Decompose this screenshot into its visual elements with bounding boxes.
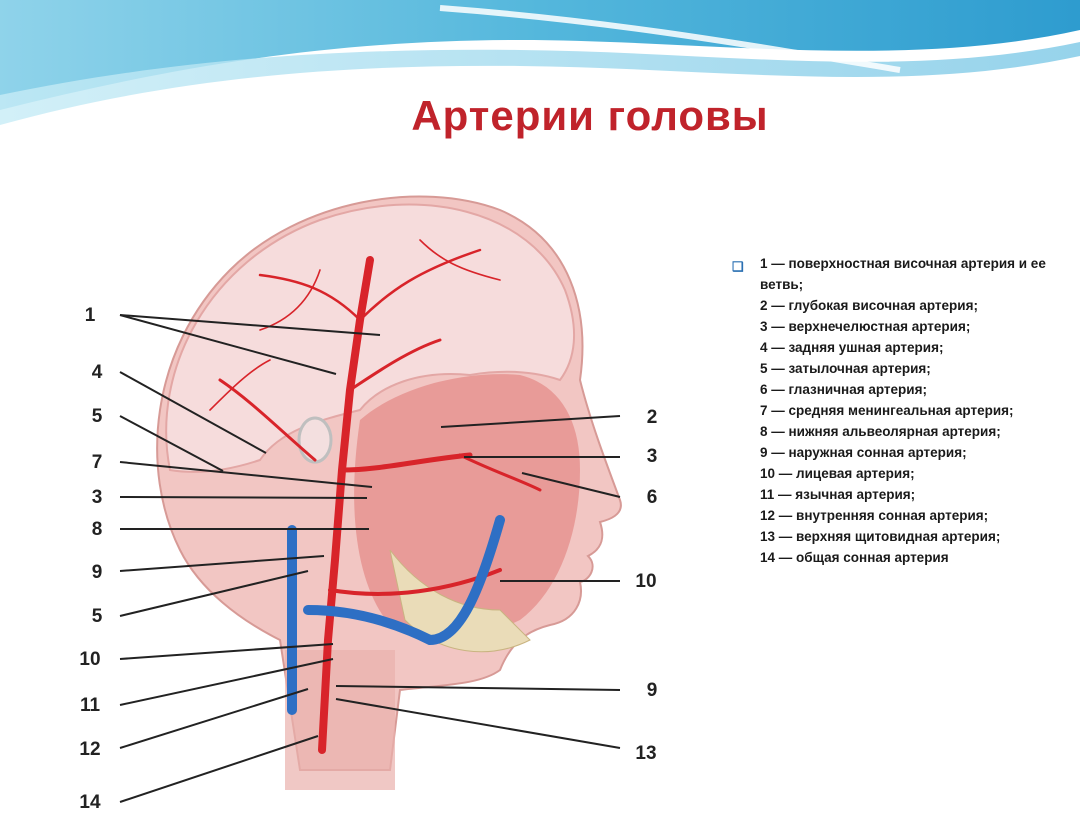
legend-item: 11 — язычная артерия; [760,487,916,502]
legend-item: 2 — глубокая височная артерия; [760,298,978,313]
legend-item: 9 — наружная сонная артерия; [760,445,967,460]
callout-lines [119,314,621,803]
right-callouts: 2 3 6 10 9 13 [635,407,657,764]
callout-14: 14 [79,792,101,813]
callout-2: 2 [647,407,658,428]
legend-item: 7 — средняя менингеальная артерия; [760,403,1014,418]
callout-3r: 3 [647,446,658,467]
legend: ❑ 1 — поверхностная височная артерия и е… [732,253,1062,568]
face-muscles [354,374,580,636]
callout-4: 4 [92,362,103,383]
page-title: Артерии головы [411,92,769,139]
legend-item: 8 — нижняя альвеолярная артерия; [760,424,1001,439]
callout-5: 5 [92,406,103,427]
legend-item: ❑ 1 — поверхностная височная артерия и е… [732,253,1062,295]
legend-item-label: 1 — поверхностная височная артерия и ее … [760,256,1046,292]
jugular-vein [287,515,505,715]
callout-5b: 5 [92,606,103,627]
callout-12: 12 [79,739,100,760]
left-callouts: 1 4 5 7 3 8 9 5 10 11 12 14 [79,305,102,813]
checkbox-bullet-icon: ❑ [732,259,744,274]
callout-9: 9 [92,562,103,583]
callout-6: 6 [647,487,658,508]
callout-1: 1 [85,305,96,326]
callout-13: 13 [635,743,656,764]
legend-item: 5 — затылочная артерия; [760,361,931,376]
callout-8: 8 [92,519,103,540]
callout-9r: 9 [647,680,658,701]
callout-3: 3 [92,487,103,508]
legend-item: 14 — общая сонная артерия [760,550,949,565]
legend-item: 12 — внутренняя сонная артерия; [760,508,989,523]
neck-region [285,650,395,790]
callout-10: 10 [79,649,100,670]
callout-11: 11 [80,695,101,716]
legend-item: 6 — глазничная артерия; [760,382,927,397]
legend-item: 4 — задняя ушная артерия; [760,340,944,355]
legend-item: 3 — верхнечелюстная артерия; [760,319,971,334]
legend-item: 10 — лицевая артерия; [760,466,915,481]
legend-item: 13 — верхняя щитовидная артерия; [760,529,1001,544]
ear [297,416,333,464]
callout-7: 7 [92,452,103,473]
callout-10r: 10 [635,571,656,592]
head-arteries-illustration: 1 4 5 7 3 8 9 5 10 11 12 14 2 3 6 10 9 1… [79,195,657,813]
header-wave-decoration [0,0,1080,125]
